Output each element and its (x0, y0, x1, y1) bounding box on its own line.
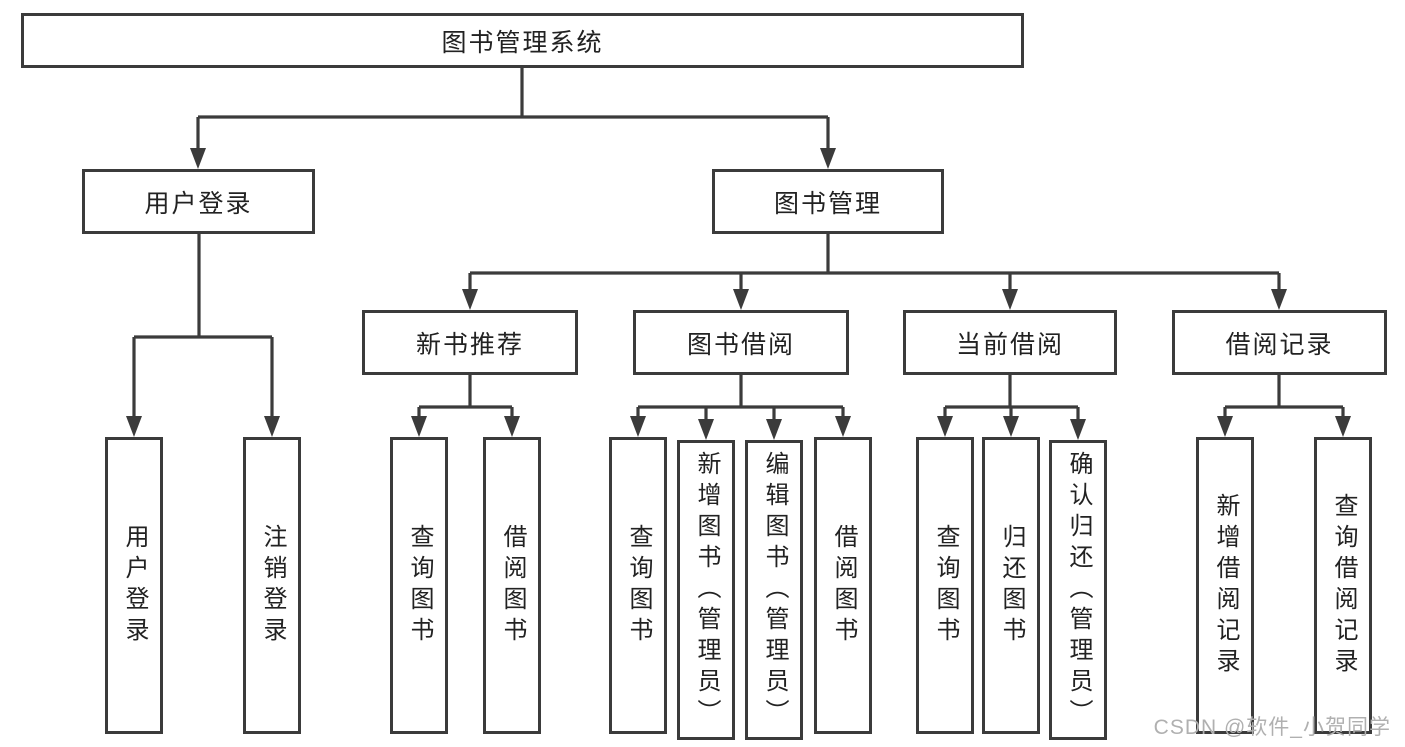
node-bb-add-books-admin-label: 新增图书（管理员） (693, 450, 720, 730)
node-bb-edit-books-admin: 编辑图书（管理员） (745, 440, 803, 740)
connector-elbows (132, 68, 1345, 421)
node-current-borrow: 当前借阅 (903, 310, 1117, 375)
node-bb-query-books: 查询图书 (609, 437, 667, 734)
node-leaf-user-login: 用户登录 (105, 437, 163, 734)
node-nb-borrow-books-label: 借阅图书 (499, 523, 526, 648)
node-leaf-logout: 注销登录 (243, 437, 301, 734)
node-root: 图书管理系统 (21, 13, 1024, 68)
node-new-book-recommend-label: 新书推荐 (415, 330, 524, 359)
node-cb-confirm-return-admin: 确认归还（管理员） (1049, 440, 1107, 740)
node-user-login-label: 用户登录 (144, 189, 253, 218)
node-cb-return-books-label: 归还图书 (998, 523, 1025, 648)
node-cb-query-books-label: 查询图书 (932, 523, 959, 648)
node-current-borrow-label: 当前借阅 (955, 330, 1064, 359)
arrowheads (126, 148, 1351, 440)
node-book-management-label: 图书管理 (773, 189, 882, 218)
node-borrow-record-label: 借阅记录 (1225, 330, 1334, 359)
node-root-label: 图书管理系统 (441, 28, 604, 57)
node-bb-add-books-admin: 新增图书（管理员） (677, 440, 735, 740)
node-nb-query-books-label: 查询图书 (406, 523, 433, 648)
node-new-book-recommend: 新书推荐 (362, 310, 578, 375)
node-nb-query-books: 查询图书 (390, 437, 448, 734)
node-br-query-record-label: 查询借阅记录 (1330, 492, 1357, 679)
node-bb-edit-books-admin-label: 编辑图书（管理员） (761, 450, 788, 730)
node-leaf-logout-label: 注销登录 (259, 523, 286, 648)
node-br-add-record: 新增借阅记录 (1196, 437, 1254, 734)
node-cb-return-books: 归还图书 (982, 437, 1040, 734)
node-br-add-record-label: 新增借阅记录 (1212, 492, 1239, 679)
node-bb-borrow-books: 借阅图书 (814, 437, 872, 734)
node-borrow-record: 借阅记录 (1172, 310, 1387, 375)
csdn-watermark: CSDN @软件_小贺同学 (1153, 716, 1391, 739)
node-br-query-record: 查询借阅记录 (1314, 437, 1372, 734)
node-book-borrow: 图书借阅 (633, 310, 849, 375)
node-nb-borrow-books: 借阅图书 (483, 437, 541, 734)
node-leaf-user-login-label: 用户登录 (121, 523, 148, 648)
node-bb-borrow-books-label: 借阅图书 (830, 523, 857, 648)
node-bb-query-books-label: 查询图书 (625, 523, 652, 648)
node-book-borrow-label: 图书借阅 (686, 330, 795, 359)
node-cb-query-books: 查询图书 (916, 437, 974, 734)
node-book-management: 图书管理 (712, 169, 944, 234)
node-cb-confirm-return-admin-label: 确认归还（管理员） (1065, 450, 1092, 730)
node-user-login: 用户登录 (82, 169, 315, 234)
